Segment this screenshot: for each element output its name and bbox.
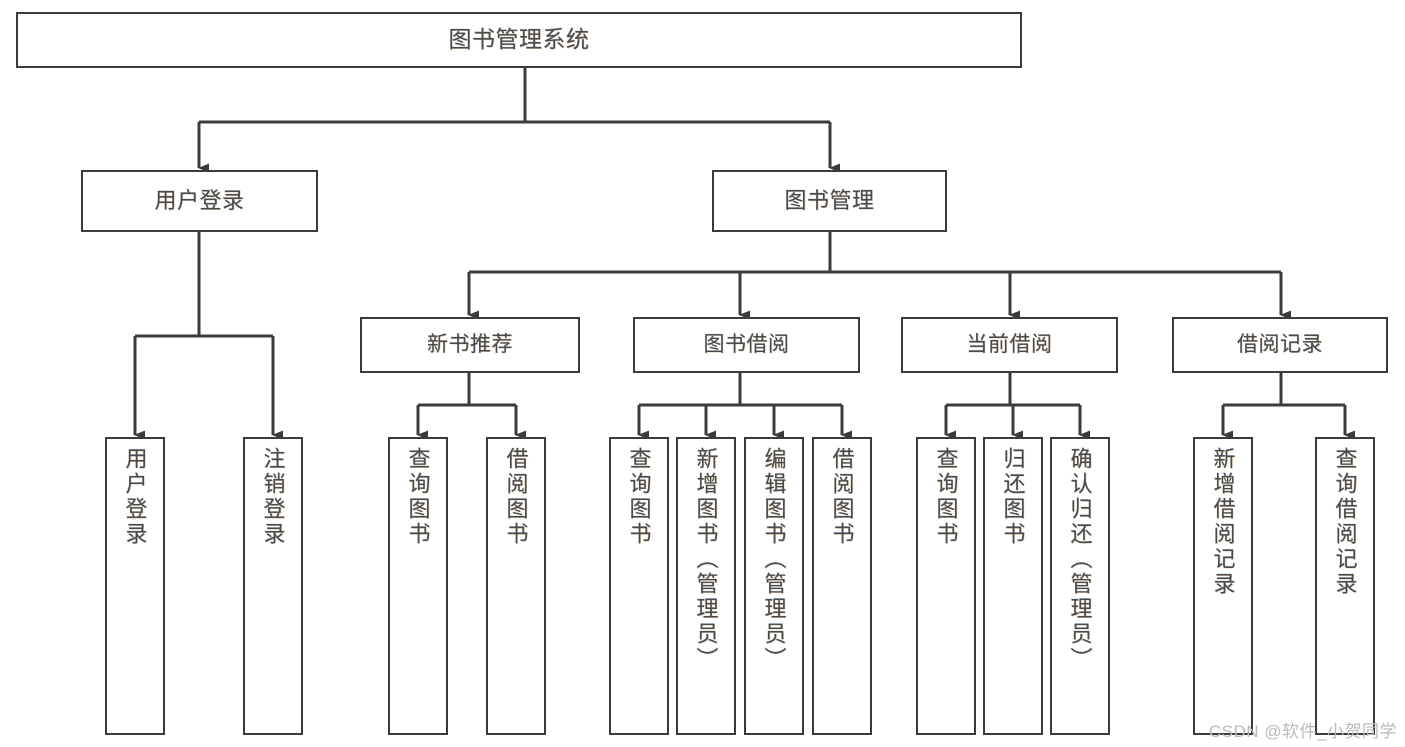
node-label: 图书管理: [784, 188, 875, 214]
node-label: 新增图书（管理员）: [693, 447, 719, 672]
leaf-book-borrow-borrow-book[interactable]: 借阅图书: [812, 437, 872, 735]
leaf-borrow-record-add-record[interactable]: 新增借阅记录: [1193, 437, 1253, 735]
node-label: 借阅记录: [1237, 332, 1323, 356]
node-label: 当前借阅: [966, 332, 1053, 356]
node-book-borrow[interactable]: 图书借阅: [633, 317, 860, 373]
leaf-current-borrow-query-book[interactable]: 查询图书: [916, 437, 976, 735]
leaf-borrow-record-query-record[interactable]: 查询借阅记录: [1315, 437, 1375, 735]
leaf-new-book-borrow-book[interactable]: 借阅图书: [486, 437, 546, 735]
node-book-management[interactable]: 图书管理: [712, 170, 947, 232]
node-borrow-record[interactable]: 借阅记录: [1172, 317, 1388, 373]
node-label: 查询图书: [933, 447, 959, 547]
node-label: 查询图书: [405, 447, 431, 547]
node-user-login[interactable]: 用户登录: [81, 170, 318, 232]
leaf-new-book-query-book[interactable]: 查询图书: [388, 437, 448, 735]
node-label: 借阅图书: [503, 447, 529, 547]
node-label: 新书推荐: [427, 332, 513, 356]
node-label: 编辑图书（管理员）: [761, 447, 787, 672]
node-new-book-recommend[interactable]: 新书推荐: [360, 317, 580, 373]
leaf-current-borrow-return-book[interactable]: 归还图书: [983, 437, 1043, 735]
watermark-text: CSDN @软件_小贺同学: [1208, 722, 1397, 741]
node-label: 图书借阅: [703, 332, 790, 356]
node-current-borrow[interactable]: 当前借阅: [901, 317, 1118, 373]
leaf-book-borrow-add-book-admin[interactable]: 新增图书（管理员）: [676, 437, 736, 735]
leaf-user-login-login[interactable]: 用户登录: [105, 437, 165, 735]
node-label: 新增借阅记录: [1210, 447, 1236, 597]
node-label: 用户登录: [154, 188, 245, 214]
leaf-book-borrow-query-book[interactable]: 查询图书: [609, 437, 669, 735]
node-label: 图书管理系统: [448, 26, 590, 53]
leaf-book-borrow-edit-book-admin[interactable]: 编辑图书（管理员）: [744, 437, 804, 735]
leaf-user-login-logout[interactable]: 注销登录: [243, 437, 303, 735]
node-label: 查询图书: [626, 447, 652, 547]
node-label: 查询借阅记录: [1332, 447, 1358, 597]
node-label: 注销登录: [260, 447, 286, 547]
node-label: 确认归还（管理员）: [1067, 447, 1093, 672]
node-label: 用户登录: [122, 447, 148, 547]
leaf-current-borrow-confirm-return-admin[interactable]: 确认归还（管理员）: [1050, 437, 1110, 735]
node-root-system[interactable]: 图书管理系统: [16, 12, 1022, 68]
node-label: 归还图书: [1000, 447, 1026, 547]
node-label: 借阅图书: [829, 447, 855, 547]
